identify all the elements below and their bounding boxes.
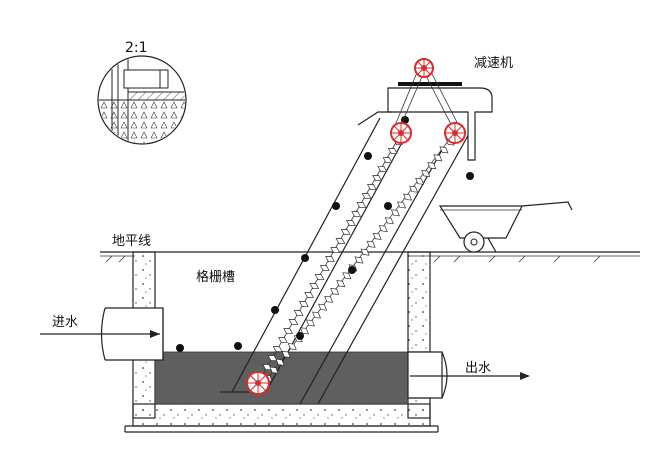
- reducer-label: 减速机: [474, 56, 513, 71]
- drive-sprocket: [414, 58, 434, 78]
- chain-tooth: [312, 311, 322, 319]
- chain-tooth: [298, 301, 309, 307]
- chain-tooth: [439, 146, 449, 154]
- sprockets: [246, 58, 466, 395]
- chain-tooth: [325, 256, 335, 262]
- outlet-label: 出水: [465, 361, 491, 376]
- inlet-pipe: 进水: [40, 307, 164, 361]
- head-housing: 减速机: [357, 56, 513, 161]
- chain-tooth: [354, 256, 364, 264]
- chain-tooth: [415, 177, 425, 185]
- rake-dots: [176, 116, 474, 352]
- chain-tooth: [287, 343, 297, 351]
- upper-left-sprocket: [390, 122, 412, 144]
- chain-tooth: [384, 217, 394, 225]
- chain-tooth: [361, 193, 372, 199]
- chain-tooth: [267, 355, 278, 361]
- chain-tooth: [304, 292, 314, 298]
- bottom-sprocket: [246, 371, 270, 395]
- chain-tooth: [378, 225, 388, 233]
- chain-tooth: [403, 193, 413, 201]
- chain-tooth: [335, 238, 346, 244]
- chain-tooth: [372, 175, 382, 181]
- chain-tooth: [330, 287, 340, 295]
- chain-tooth: [318, 303, 328, 311]
- chain-tooth: [299, 327, 309, 335]
- chain-tooth: [288, 319, 299, 325]
- wheelbarrow: [438, 201, 573, 253]
- detail-circle: [97, 55, 187, 145]
- chain-tooth: [360, 248, 370, 256]
- chain-tooth: [342, 272, 352, 280]
- chain-tooth: [377, 166, 388, 172]
- chain-tooth: [262, 364, 273, 370]
- chain-tooth: [272, 346, 283, 352]
- chain-tooth: [346, 220, 356, 226]
- inlet-label: 进水: [52, 315, 78, 330]
- chain-tooth: [336, 280, 346, 288]
- chain-tooth: [396, 201, 406, 209]
- chain-tooth: [278, 337, 288, 343]
- chain-tooth: [340, 229, 351, 235]
- chain-tooth: [330, 247, 341, 253]
- wheel: [463, 231, 485, 253]
- chain-tooth: [351, 211, 362, 217]
- chain-tooth: [366, 240, 376, 248]
- chain-tooth: [409, 185, 419, 193]
- concrete-channel: [124, 251, 439, 433]
- chain-tooth: [390, 209, 400, 217]
- chain-tooth: [372, 232, 382, 240]
- chain-tooth: [356, 202, 367, 208]
- chain-tooth: [269, 366, 279, 374]
- chain-tooth: [293, 310, 304, 316]
- chain-tooth: [427, 162, 437, 170]
- chain-tooth: [421, 169, 431, 177]
- ground: 地平线: [100, 234, 640, 263]
- detail-view: 2:1: [97, 40, 187, 145]
- chain-tooth: [309, 283, 320, 289]
- outlet-pipe: 出水: [407, 351, 530, 399]
- chain-tooth: [275, 358, 285, 366]
- chain-tooth: [305, 319, 315, 327]
- chain-tooth: [283, 328, 294, 334]
- chain-tooth: [319, 265, 330, 271]
- chain-tooth: [366, 184, 377, 190]
- ground-level-label: 地平线: [112, 234, 151, 249]
- chain-tooth: [324, 295, 334, 303]
- scale-label: 2:1: [125, 40, 148, 56]
- upper-right-sprocket: [444, 122, 466, 144]
- chain-tooth: [382, 157, 393, 163]
- chain-tooth: [281, 350, 291, 358]
- screen-channel-label: 格栅槽: [196, 269, 235, 285]
- chain-tooth: [387, 148, 398, 154]
- chain-tooth: [314, 274, 325, 280]
- chain-tooth: [433, 154, 443, 162]
